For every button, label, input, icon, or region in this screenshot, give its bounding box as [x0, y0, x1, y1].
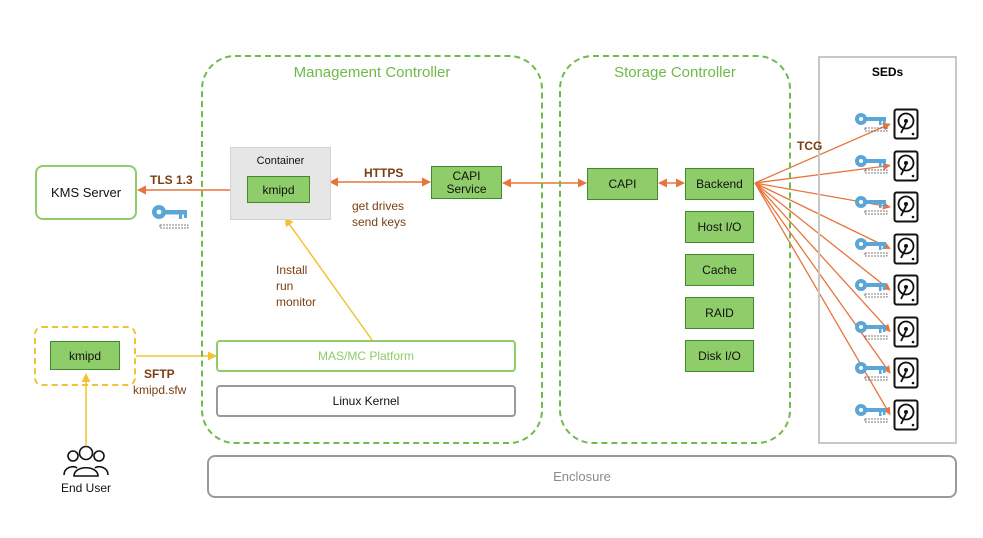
user-kmipd-wrapper	[34, 326, 136, 386]
key-icon	[855, 237, 888, 256]
cache-node: Cache	[685, 254, 754, 286]
tcg-line	[754, 162, 891, 184]
end-user-label: End User	[60, 481, 112, 495]
host-io-label: Host I/O	[697, 220, 742, 234]
capi-service-node: CAPI Service	[431, 166, 502, 199]
enclosure-box: Enclosure	[207, 455, 957, 498]
capi-service-label: CAPI Service	[446, 168, 487, 196]
kmipd-container-label: kmipd	[262, 182, 295, 197]
kms-server-label: KMS Server	[50, 185, 122, 200]
install-label: Install run monitor	[276, 263, 317, 309]
tcg-line	[754, 182, 891, 374]
key-icon	[855, 113, 888, 132]
storage-controller-region	[559, 55, 791, 444]
hard-drive-icon	[893, 357, 919, 389]
hard-drive-icon	[893, 233, 919, 264]
mas-platform-node: MAS/MC Platform	[216, 340, 516, 372]
tcg-line	[754, 182, 891, 250]
raid-label: RAID	[705, 306, 734, 320]
disk-io-node: Disk I/O	[685, 340, 754, 372]
tcg-line	[754, 182, 891, 333]
raid-node: RAID	[685, 297, 754, 329]
kms-server-node: KMS Server	[35, 165, 137, 220]
key-icon	[855, 362, 888, 381]
tcg-line	[754, 123, 891, 184]
https-label: HTTPS	[364, 166, 404, 180]
key-icon	[855, 154, 888, 173]
users-icon	[63, 445, 109, 477]
tcg-line	[754, 182, 891, 291]
management-controller-region	[201, 55, 543, 444]
disk-io-label: Disk I/O	[698, 349, 741, 363]
linux-kernel-node: Linux Kernel	[216, 385, 516, 417]
hard-drive-icon	[893, 399, 919, 430]
backend-label: Backend	[696, 177, 743, 191]
tls-label: TLS 1.3	[150, 173, 193, 187]
kmipd-user-label: kmipd	[68, 348, 101, 363]
key-icon	[855, 320, 888, 339]
key-icon	[855, 403, 888, 422]
tcg-connectors	[754, 123, 891, 416]
enclosure-label: Enclosure	[553, 469, 611, 484]
hard-drive-icon	[893, 316, 919, 347]
backend-node: Backend	[685, 168, 754, 200]
seds-title: SEDs	[871, 65, 904, 79]
storage-controller-title: Storage Controller	[614, 64, 736, 81]
key-icon	[855, 196, 888, 215]
capi-label: CAPI	[608, 177, 637, 191]
kmipd-user-node: kmipd	[50, 341, 120, 370]
linux-kernel-label: Linux Kernel	[332, 394, 400, 408]
sftp-label: SFTP	[144, 367, 175, 381]
tcg-line	[754, 182, 891, 416]
tcg-label: TCG	[797, 139, 823, 153]
hard-drive-icon	[893, 274, 919, 306]
seds-region	[818, 56, 957, 444]
host-io-node: Host I/O	[685, 211, 754, 243]
capi-node: CAPI	[587, 168, 658, 200]
get-drives-label: get drives send keys	[352, 199, 407, 229]
hard-drive-icon	[893, 191, 919, 223]
sftp-file-label: kmipd.sfw	[133, 383, 187, 397]
cache-label: Cache	[702, 263, 737, 277]
key-icon	[152, 205, 189, 229]
management-controller-title: Management Controller	[293, 64, 451, 81]
hard-drive-icon	[893, 150, 919, 181]
hard-drive-icon	[893, 108, 919, 140]
kmipd-container-node: kmipd	[247, 176, 310, 203]
mas-platform-label: MAS/MC Platform	[317, 349, 414, 363]
install-connector	[284, 217, 373, 341]
key-icon	[855, 279, 888, 298]
container-label: Container	[256, 155, 305, 167]
